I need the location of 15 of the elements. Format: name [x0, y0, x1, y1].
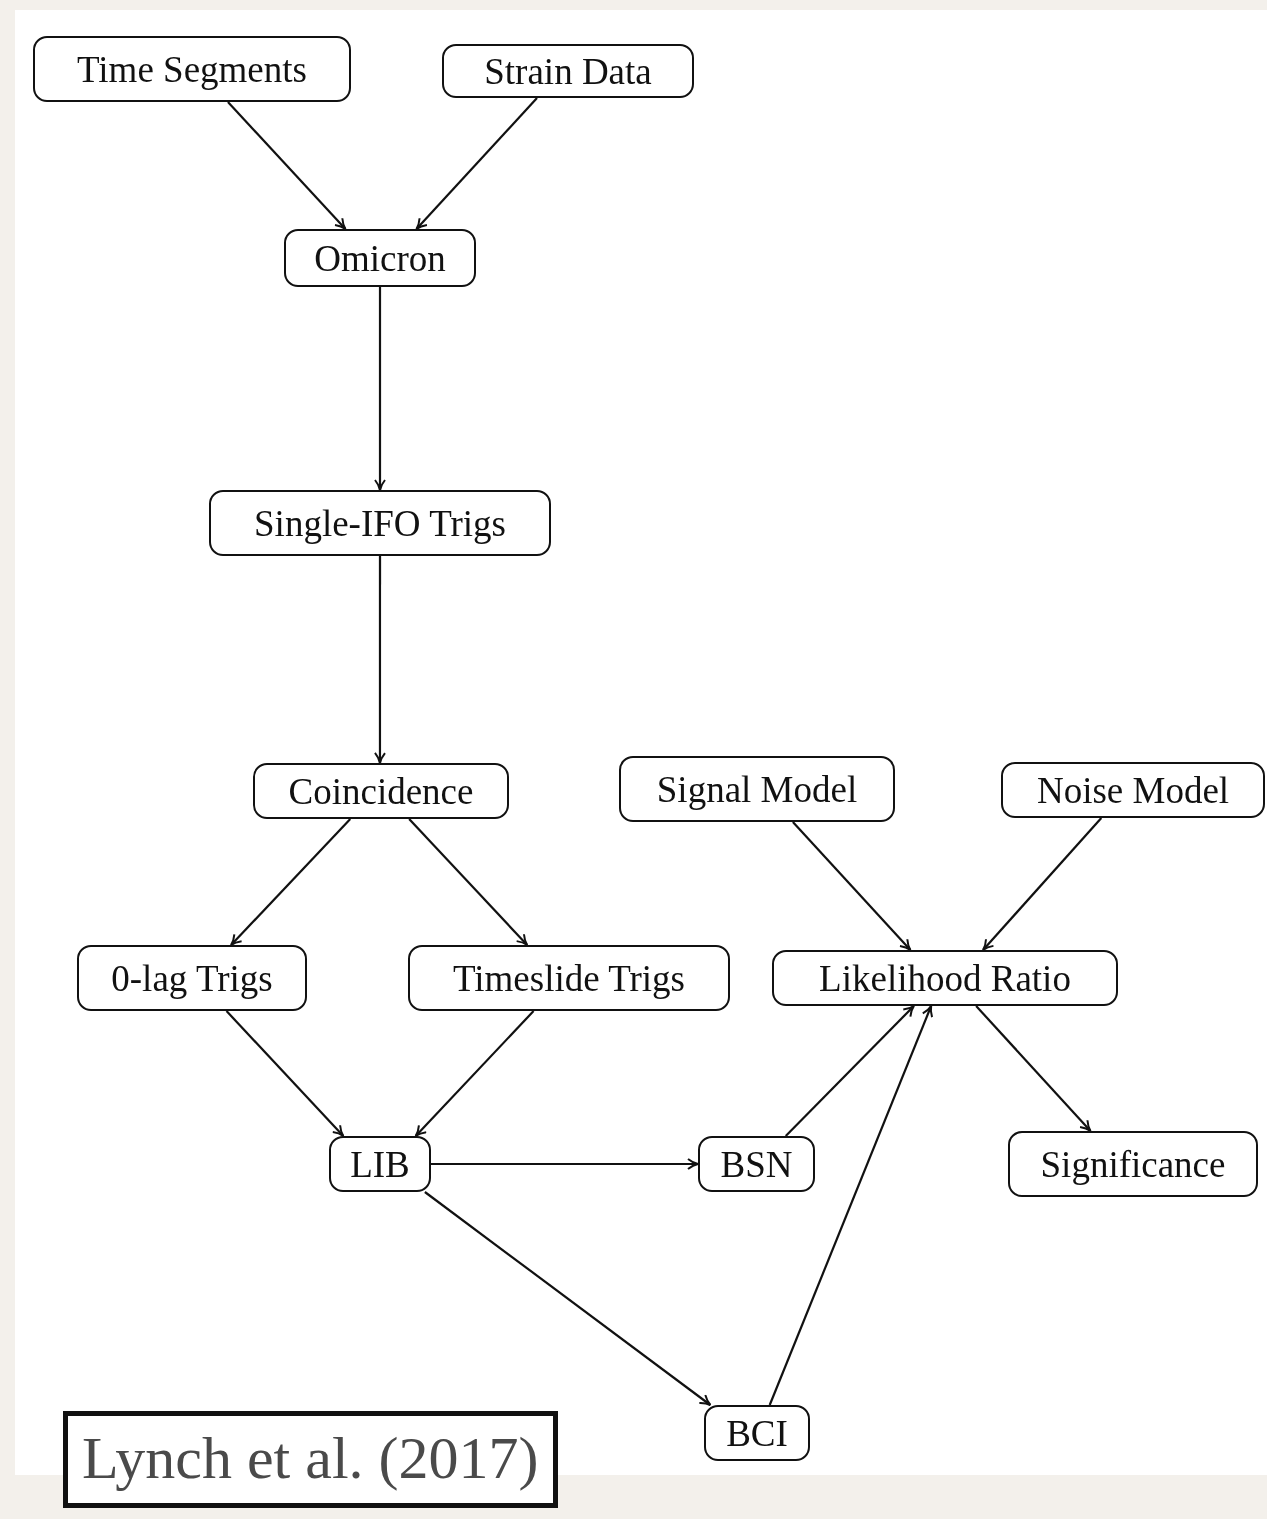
process-box: Signal Model [619, 756, 895, 822]
process-box: Noise Model [1001, 762, 1265, 818]
process-box: Strain Data [442, 44, 694, 98]
process-box: Omicron [284, 229, 476, 287]
process-box: Coincidence [253, 763, 509, 819]
process-box: BCI [704, 1405, 810, 1461]
process-box: Timeslide Trigs [408, 945, 730, 1011]
process-box: Significance [1008, 1131, 1258, 1197]
process-box: BSN [698, 1136, 815, 1192]
process-box: Single-IFO Trigs [209, 490, 551, 556]
process-box: 0-lag Trigs [77, 945, 307, 1011]
citation-text: Lynch et al. (2017) [63, 1411, 558, 1508]
process-box: LIB [329, 1136, 431, 1192]
process-box: Time Segments [33, 36, 351, 102]
process-box: Likelihood Ratio [772, 950, 1118, 1006]
